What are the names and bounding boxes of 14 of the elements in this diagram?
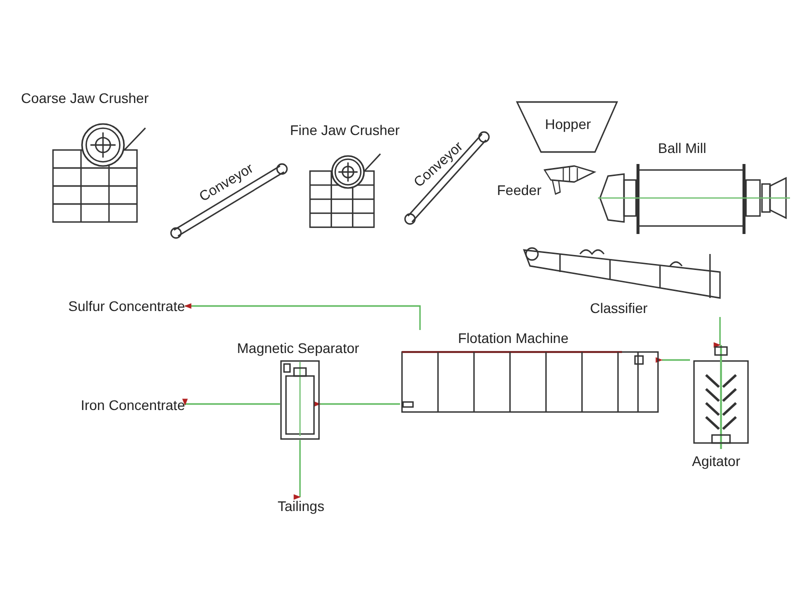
equipment-label: Agitator bbox=[692, 453, 740, 469]
equipment-label: Feeder bbox=[497, 182, 542, 198]
flow-arrow bbox=[182, 398, 280, 406]
flow-arrow bbox=[184, 303, 421, 330]
equipment-label: Ball Mill bbox=[658, 140, 706, 156]
equipment-label: Magnetic Separator bbox=[237, 340, 360, 356]
equipment-label: Classifier bbox=[590, 300, 648, 316]
output-label: Sulfur Concentrate bbox=[67, 298, 185, 314]
output-label: Tailings bbox=[276, 498, 326, 514]
output-label: Iron Concentrate bbox=[80, 397, 185, 413]
equipment-label: Hopper bbox=[545, 116, 591, 132]
equipment-label: Fine Jaw Crusher bbox=[290, 122, 400, 138]
equipment-label: Coarse Jaw Crusher bbox=[21, 90, 149, 106]
equipment-label: Flotation Machine bbox=[458, 330, 569, 346]
